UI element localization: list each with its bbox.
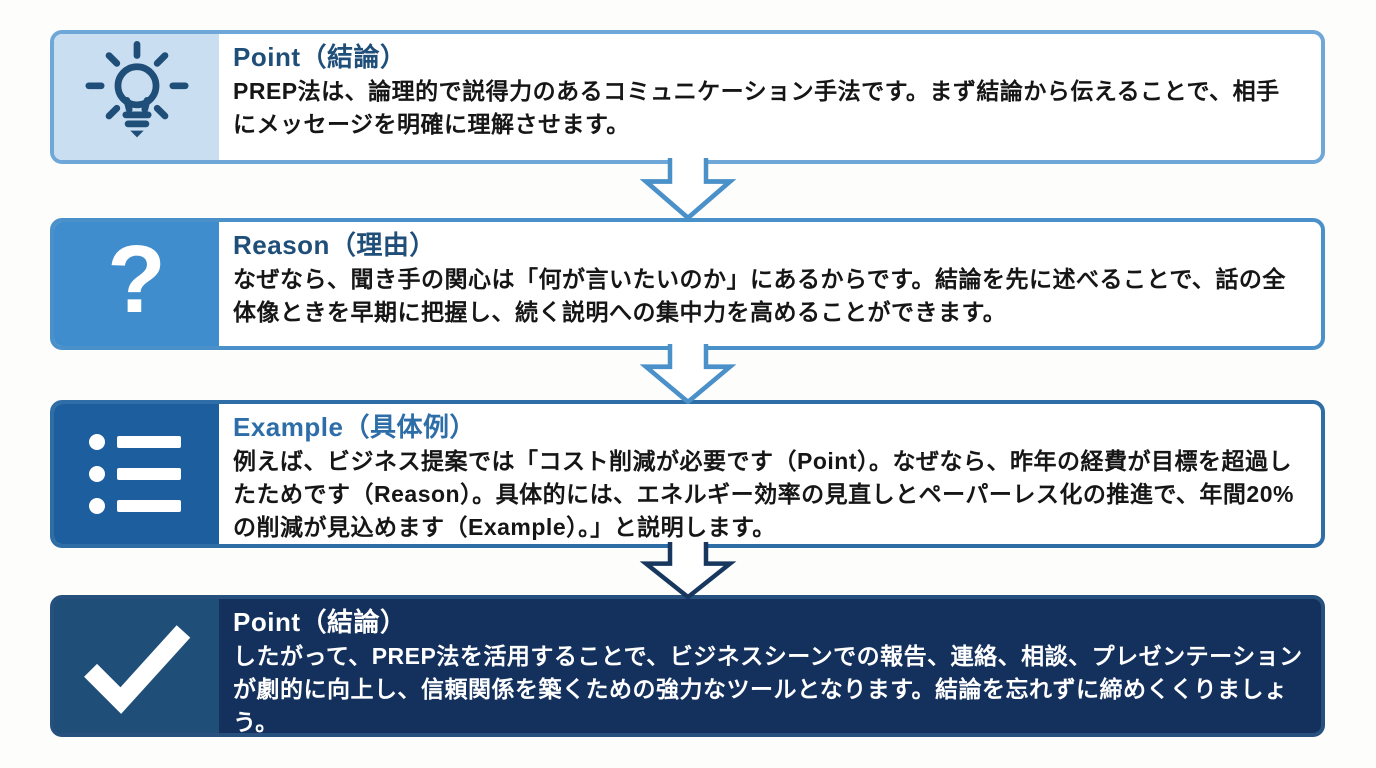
step-point-top: Point（結論） PREP法は、論理的で説得力のあるコミュニケーション手法です… [50,30,1325,164]
step-body: 例えば、ビジネス提案では「コスト削減が必要です（Point）。なぜなら、昨年の経… [233,448,1294,540]
step-reason: ? Reason（理由） なぜなら、聞き手の関心は「何が言いたいのか」にあるから… [50,218,1325,350]
down-arrow-icon [636,158,740,220]
step-title: Example（具体例） [233,412,476,442]
step-body: なぜなら、聞き手の関心は「何が言いたいのか」にあるからです。結論を先に述べること… [233,266,1286,325]
step-text: Example（具体例） 例えば、ビジネス提案では「コスト削減が必要です（Poi… [219,404,1321,544]
step-text: Reason（理由） なぜなら、聞き手の関心は「何が言いたいのか」にあるからです… [219,222,1321,346]
step-title: Reason（理由） [233,230,436,260]
step-title: Point（結論） [233,42,407,72]
step-example: Example（具体例） 例えば、ビジネス提案では「コスト削減が必要です（Poi… [50,400,1325,548]
step-title: Point（結論） [233,607,407,637]
step-body: したがって、PREP法を活用することで、ビジネスシーンでの報告、連絡、相談、プレ… [233,643,1303,735]
bulleted-list-icon [54,404,219,544]
checkmark-icon [54,599,219,733]
step-text: Point（結論） したがって、PREP法を活用することで、ビジネスシーンでの報… [219,599,1321,733]
question-mark-glyph: ? [107,226,166,333]
question-mark-icon: ? [54,222,219,346]
lightbulb-icon [54,34,219,160]
step-point-bottom: Point（結論） したがって、PREP法を活用することで、ビジネスシーンでの報… [50,595,1325,737]
step-text: Point（結論） PREP法は、論理的で説得力のあるコミュニケーション手法です… [219,34,1321,160]
down-arrow-icon [636,542,740,599]
step-body: PREP法は、論理的で説得力のあるコミュニケーション手法です。まず結論から伝える… [233,78,1280,137]
down-arrow-icon [636,344,740,404]
